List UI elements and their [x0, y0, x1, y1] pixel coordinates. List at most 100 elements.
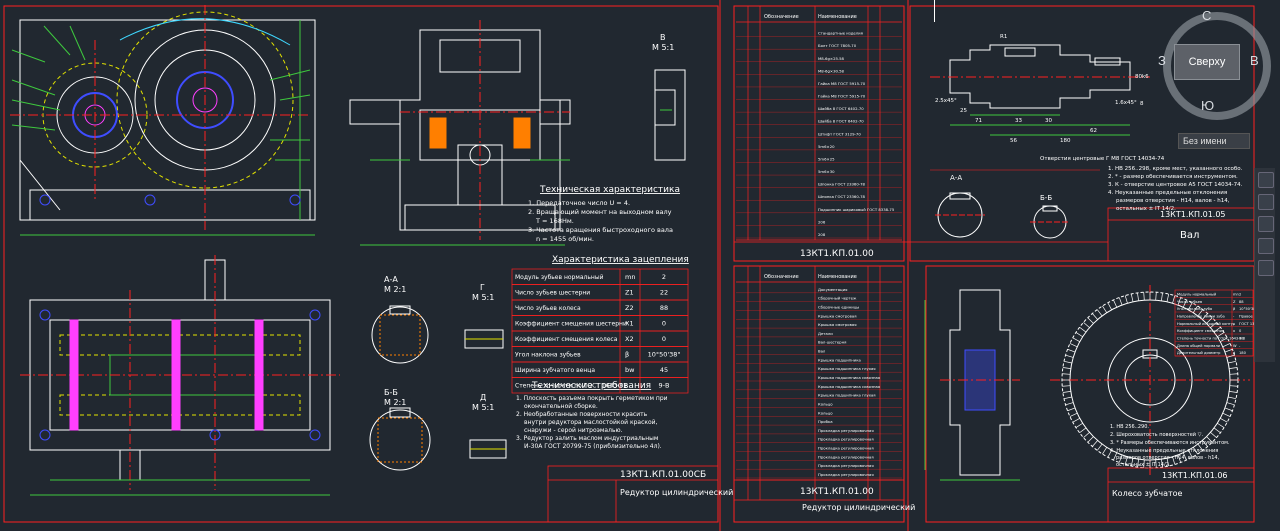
spec-item: Прокладка регулировочная	[818, 446, 874, 451]
gear-tooth	[1206, 436, 1213, 443]
gear-tooth	[1096, 309, 1103, 317]
spec-item: Прокладка регулировочная	[818, 428, 874, 433]
mesh-param-name: Число зубьев колеса	[515, 305, 581, 312]
spec-item: Документация	[818, 287, 847, 292]
navigation-bar	[1254, 168, 1275, 362]
gear-tooth	[1229, 367, 1238, 369]
spec-col-name: Наименование	[818, 14, 857, 20]
gear-tooth	[1228, 360, 1237, 364]
mesh-param-symbol: Z1	[625, 289, 634, 297]
gear-tooth	[1102, 447, 1108, 455]
gear-tooth	[1137, 459, 1139, 468]
req-line: внутри редуктора маслостойкой краской,	[524, 419, 658, 426]
gear-tooth	[1107, 450, 1112, 458]
spec-item: Пробка	[818, 419, 833, 424]
dimension-label: 33	[1015, 118, 1022, 124]
gear-tooth	[1075, 422, 1083, 428]
view-scale: М 5:1	[652, 43, 674, 52]
section-label: А-А	[950, 174, 962, 182]
viewcube-top-face[interactable]: Сверху	[1174, 44, 1240, 80]
sheet4-frame	[925, 265, 1255, 523]
mesh-param-symbol: Z2	[625, 304, 634, 312]
gear-tooth	[1202, 440, 1208, 447]
spec-item: Крышка смотровая	[818, 322, 856, 327]
gear-tooth	[1192, 447, 1198, 455]
gear-tooth	[1228, 396, 1237, 400]
gear-tooth	[1206, 317, 1213, 324]
showmotion-icon[interactable]	[1258, 260, 1274, 276]
mesh-param-name: Модуль зубьев нормальный	[515, 274, 604, 281]
mesh-param-symbol: -	[625, 382, 628, 390]
spec-item: Прокладка регулировочная	[818, 454, 874, 459]
gear-tooth	[1065, 402, 1074, 406]
viewcube-south[interactable]: Ю	[1201, 98, 1215, 113]
gear-tooth	[1062, 385, 1071, 387]
spec-item: Сборочные единицы	[818, 304, 859, 309]
mesh-param-symbol: X2	[625, 335, 634, 343]
note-line: 4. Неуказанные предельные отклонения	[1110, 448, 1218, 454]
sheet2-text: Обозначение Наименование Обозначение Наи…	[764, 14, 915, 512]
note-line: остальных ± IT 14/2.	[1116, 462, 1171, 468]
gear-param-symbol: mn	[1233, 293, 1239, 297]
gear-tooth	[1217, 422, 1225, 428]
req-line: окончательной сборке.	[524, 403, 598, 410]
orbit-icon[interactable]	[1258, 238, 1274, 254]
spec-item: Штифт ГОСТ 3129-70	[818, 131, 861, 136]
steering-wheel-icon[interactable]	[1258, 172, 1274, 188]
spec-item: М8-6g×25.58	[818, 56, 845, 61]
view-scale: М 2:1	[384, 398, 406, 407]
dimension-label: 80k6	[1135, 74, 1149, 80]
pan-icon[interactable]	[1258, 194, 1274, 210]
gear-tooth	[1065, 354, 1074, 358]
gear-tooth	[1155, 459, 1157, 468]
gear-tooth	[1083, 432, 1090, 438]
spec-item: 206	[818, 219, 826, 224]
sheet1-frame	[3, 5, 719, 523]
spec-item: Кольцо	[818, 410, 833, 415]
gear-tooth	[1130, 458, 1134, 467]
gear-tooth	[1124, 295, 1128, 304]
gear-tooth	[1096, 443, 1103, 451]
gear-tooth	[1224, 348, 1233, 353]
view-label: Г	[480, 283, 485, 292]
gear-tooth	[1220, 337, 1228, 342]
gear-param-value: 9-В	[1239, 337, 1246, 341]
mesh-param-value: 22	[660, 289, 668, 297]
view-label: Д	[480, 393, 486, 402]
gear-tooth	[1161, 459, 1163, 468]
gear-tooth	[1210, 322, 1217, 328]
note-line: размеров отверстия - H14, валов - h14,	[1116, 455, 1220, 461]
spec-item: 208	[818, 232, 826, 237]
stamp-code: 13КТ1.КП.01.00	[800, 487, 874, 497]
spec-item: 5m6×20	[818, 144, 835, 149]
gear-param-name: Модуль нормальный	[1177, 293, 1217, 297]
tech-char-line: 3. Частота вращения быстроходного вала	[528, 226, 673, 234]
gear-tooth	[1229, 385, 1238, 387]
dimension-label: R1	[1000, 34, 1007, 40]
ucs-dropdown[interactable]: Без имени	[1178, 133, 1250, 149]
gear-param-symbol: -	[1233, 315, 1235, 319]
viewcube-north[interactable]: С	[1202, 8, 1212, 23]
hole-label: Отверстия центровые Г М8 ГОСТ 14034-74	[1040, 156, 1165, 162]
viewcube-east[interactable]: В	[1250, 53, 1259, 68]
gear-tooth	[1092, 440, 1098, 447]
gear-tooth	[1079, 326, 1087, 333]
viewcube-west[interactable]: З	[1158, 53, 1166, 68]
mesh-param-symbol: mn	[625, 273, 635, 281]
dimension-label: 25	[960, 108, 967, 114]
stamp-code: 13КТ1.КП.01.00	[800, 249, 874, 259]
mesh-param-symbol: X1	[625, 320, 634, 328]
req-line: снаружи - серой нитроэмалью.	[524, 427, 623, 434]
gear-param-name: Число зубьев	[1177, 300, 1202, 304]
spec-item: Детали	[818, 331, 833, 336]
viewcube[interactable]	[1160, 6, 1275, 124]
tech-char-line: 1. Передаточное число U = 4.	[528, 199, 630, 207]
zoom-icon[interactable]	[1258, 216, 1274, 232]
part-label: Вал	[1180, 230, 1199, 241]
gear-param-name: Направление линии зуба	[1177, 315, 1225, 319]
gear-param-value: 2	[1239, 293, 1241, 297]
gear-tooth	[1092, 313, 1098, 320]
gear-tooth	[1213, 427, 1221, 434]
gear-param-name: Нормальный исходный контур	[1177, 322, 1236, 326]
